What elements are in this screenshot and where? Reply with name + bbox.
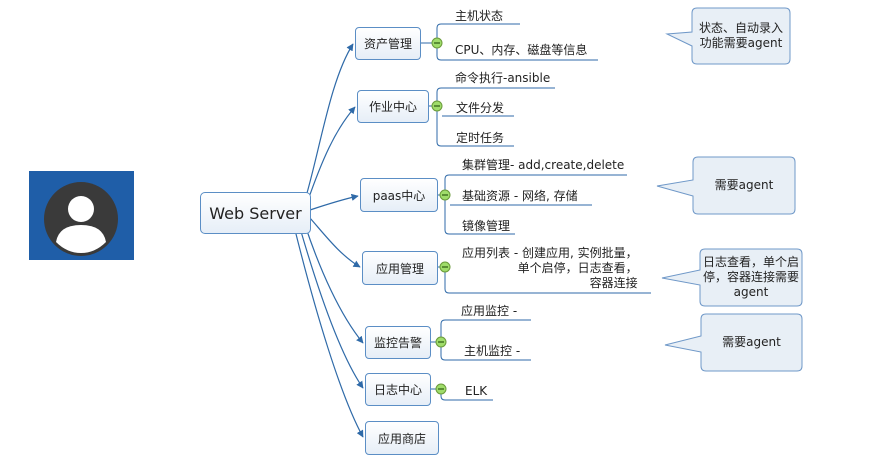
callout-paas-agent: 需要agent: [714, 178, 774, 192]
leaf-image-management[interactable]: 镜像管理: [462, 219, 511, 233]
collapse-toggles: [431, 37, 451, 395]
callout-2-shape: [656, 156, 796, 215]
leaf-host-status[interactable]: 主机状态: [455, 9, 504, 23]
leaf-cpu-mem-disk[interactable]: CPU、内存、磁盘等信息: [455, 43, 588, 57]
edge-root-zcgl: [304, 43, 354, 201]
user-avatar-icon: [44, 182, 118, 256]
leaf-app-monitoring[interactable]: 应用监控 -: [461, 304, 518, 318]
edge-root-paas: [309, 193, 359, 211]
branch-app-management[interactable]: 应用管理: [362, 251, 438, 285]
edge-root-yygl: [309, 217, 361, 268]
leaf-cluster-management[interactable]: 集群管理- add,create,delete: [462, 158, 625, 172]
root-node[interactable]: Web Server: [200, 192, 311, 234]
edge-root-rzzx: [299, 227, 364, 389]
callout-asset-agent: 状态、自动录入功能需要agent: [698, 21, 783, 50]
avatar: [29, 171, 134, 260]
edge-root-jkgj: [304, 224, 364, 344]
callout-1-shape: [665, 7, 791, 65]
branch-app-store[interactable]: 应用商店: [365, 421, 439, 455]
branch-job-center[interactable]: 作业中心: [357, 90, 429, 123]
callout-app-agent: 日志查看，单个启停，容器连接需要agent: [702, 255, 799, 299]
callout-monitor-agent: 需要agent: [722, 335, 781, 349]
callout-4-shape: [664, 313, 803, 372]
branch-asset-management[interactable]: 资产管理: [355, 27, 421, 60]
leaf-file-distribution[interactable]: 文件分发: [456, 101, 505, 115]
branch-log-center[interactable]: 日志中心: [365, 373, 431, 406]
leaf-app-list[interactable]: 应用列表 - 创建应用, 实例批量， 单个启停，日志查看， 容器连接: [462, 246, 638, 290]
callout-3-shape: [661, 248, 803, 307]
edge-root-zyzx: [306, 106, 356, 204]
leaf-basic-resources[interactable]: 基础资源 - 网络, 存储: [462, 189, 578, 203]
leaf-host-monitoring[interactable]: 主机监控 -: [464, 344, 521, 358]
leaf-scheduled-tasks[interactable]: 定时任务: [456, 131, 505, 145]
leaf-elk[interactable]: ELK: [465, 384, 488, 398]
edge-root-yysd: [294, 229, 364, 438]
branch-monitoring-alerts[interactable]: 监控告警: [365, 326, 431, 359]
branch-paas-center[interactable]: paas中心: [360, 178, 438, 212]
leaf-command-exec[interactable]: 命令执行-ansible: [455, 71, 551, 85]
